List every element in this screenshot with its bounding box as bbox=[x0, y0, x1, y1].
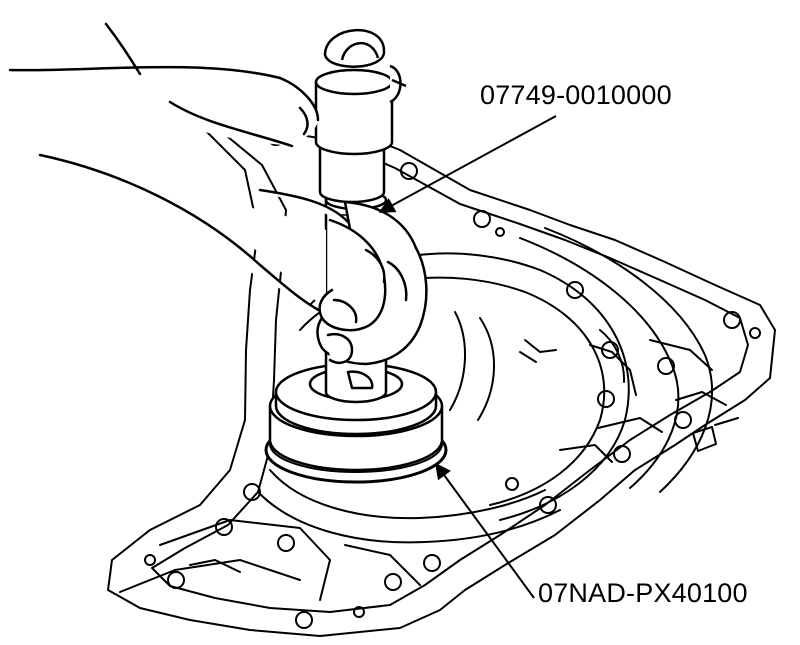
bolt-holes bbox=[144, 121, 761, 629]
hands bbox=[8, 22, 428, 390]
part-number-attachment: 07NAD-PX40100 bbox=[538, 578, 748, 608]
hammer bbox=[314, 29, 407, 204]
seal-driver-attachment bbox=[264, 362, 448, 484]
leader-driver bbox=[378, 115, 557, 213]
leader-lines bbox=[378, 115, 557, 599]
leader-attachment bbox=[435, 462, 535, 599]
transmission-housing bbox=[107, 99, 776, 637]
part-number-driver-handle: 07749-0010000 bbox=[480, 80, 672, 110]
